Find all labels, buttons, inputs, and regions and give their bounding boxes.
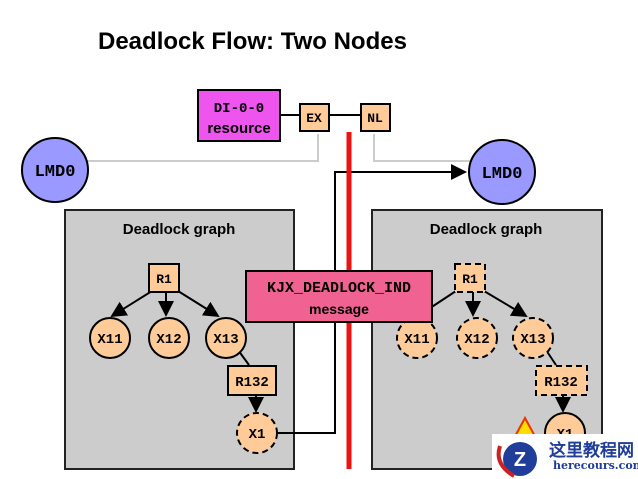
right-node-x11-label: X11 (404, 332, 429, 348)
watermark-name: 这里教程网 (549, 441, 634, 461)
left-node-x13 (205, 317, 247, 359)
left-node-r1 (148, 263, 180, 293)
right-node-r132-label: R132 (544, 375, 578, 391)
right-node-x12-label: X12 (464, 332, 489, 348)
left-node-r1-label: R1 (156, 272, 172, 287)
left-edge-r1-x11 (110, 290, 153, 318)
left-graph-title: Deadlock graph (123, 221, 236, 238)
nl-lock-label: NL (367, 111, 383, 126)
left-edge-r1-x13 (177, 290, 220, 318)
lmd-right-node (468, 139, 536, 205)
right-node-r132 (535, 365, 588, 396)
message-name: KJX_DEADLOCK_IND (267, 280, 411, 297)
watermark: Z (492, 434, 638, 479)
svg-text:Z: Z (514, 449, 526, 471)
right-node-x13-label: X13 (520, 332, 545, 348)
ex-lock-box (299, 103, 330, 132)
left-node-x1-label: X1 (249, 427, 266, 443)
page-title: Deadlock Flow: Two Nodes (98, 28, 407, 55)
left-node-x12 (148, 317, 190, 359)
left-node-r132-label: R132 (235, 375, 269, 391)
left-node-x1 (236, 412, 278, 454)
resource-id: DI-0-0 (214, 101, 264, 117)
resource-label: resource (207, 120, 270, 137)
ex-to-lmd-left-line (85, 134, 319, 162)
right-graph-title: Deadlock graph (430, 221, 543, 238)
message-box (245, 270, 433, 323)
right-node-x12 (456, 317, 498, 359)
lmd-left-node (21, 137, 89, 203)
left-node-x12-label: X12 (156, 332, 181, 348)
resource-box (197, 89, 281, 142)
right-node-x13 (512, 317, 554, 359)
right-node-r1-label: R1 (462, 272, 478, 287)
left-node-x11 (89, 317, 131, 359)
lmd-right-label: LMD0 (482, 165, 523, 184)
left-node-x13-label: X13 (213, 332, 238, 348)
lmd-left-label: LMD0 (35, 163, 76, 182)
watermark-logo-icon: Z (496, 442, 537, 478)
message-label: message (309, 301, 369, 317)
left-node-r132 (227, 365, 277, 396)
left-node-x11-label: X11 (97, 332, 122, 348)
right-node-r1 (454, 263, 486, 293)
ex-lock-label: EX (306, 111, 322, 126)
watermark-url: herecours.com (553, 459, 638, 472)
right-edge-r1-x13 (483, 290, 528, 318)
nl-lock-box (360, 103, 391, 132)
nl-to-lmd-right-line (373, 134, 470, 162)
